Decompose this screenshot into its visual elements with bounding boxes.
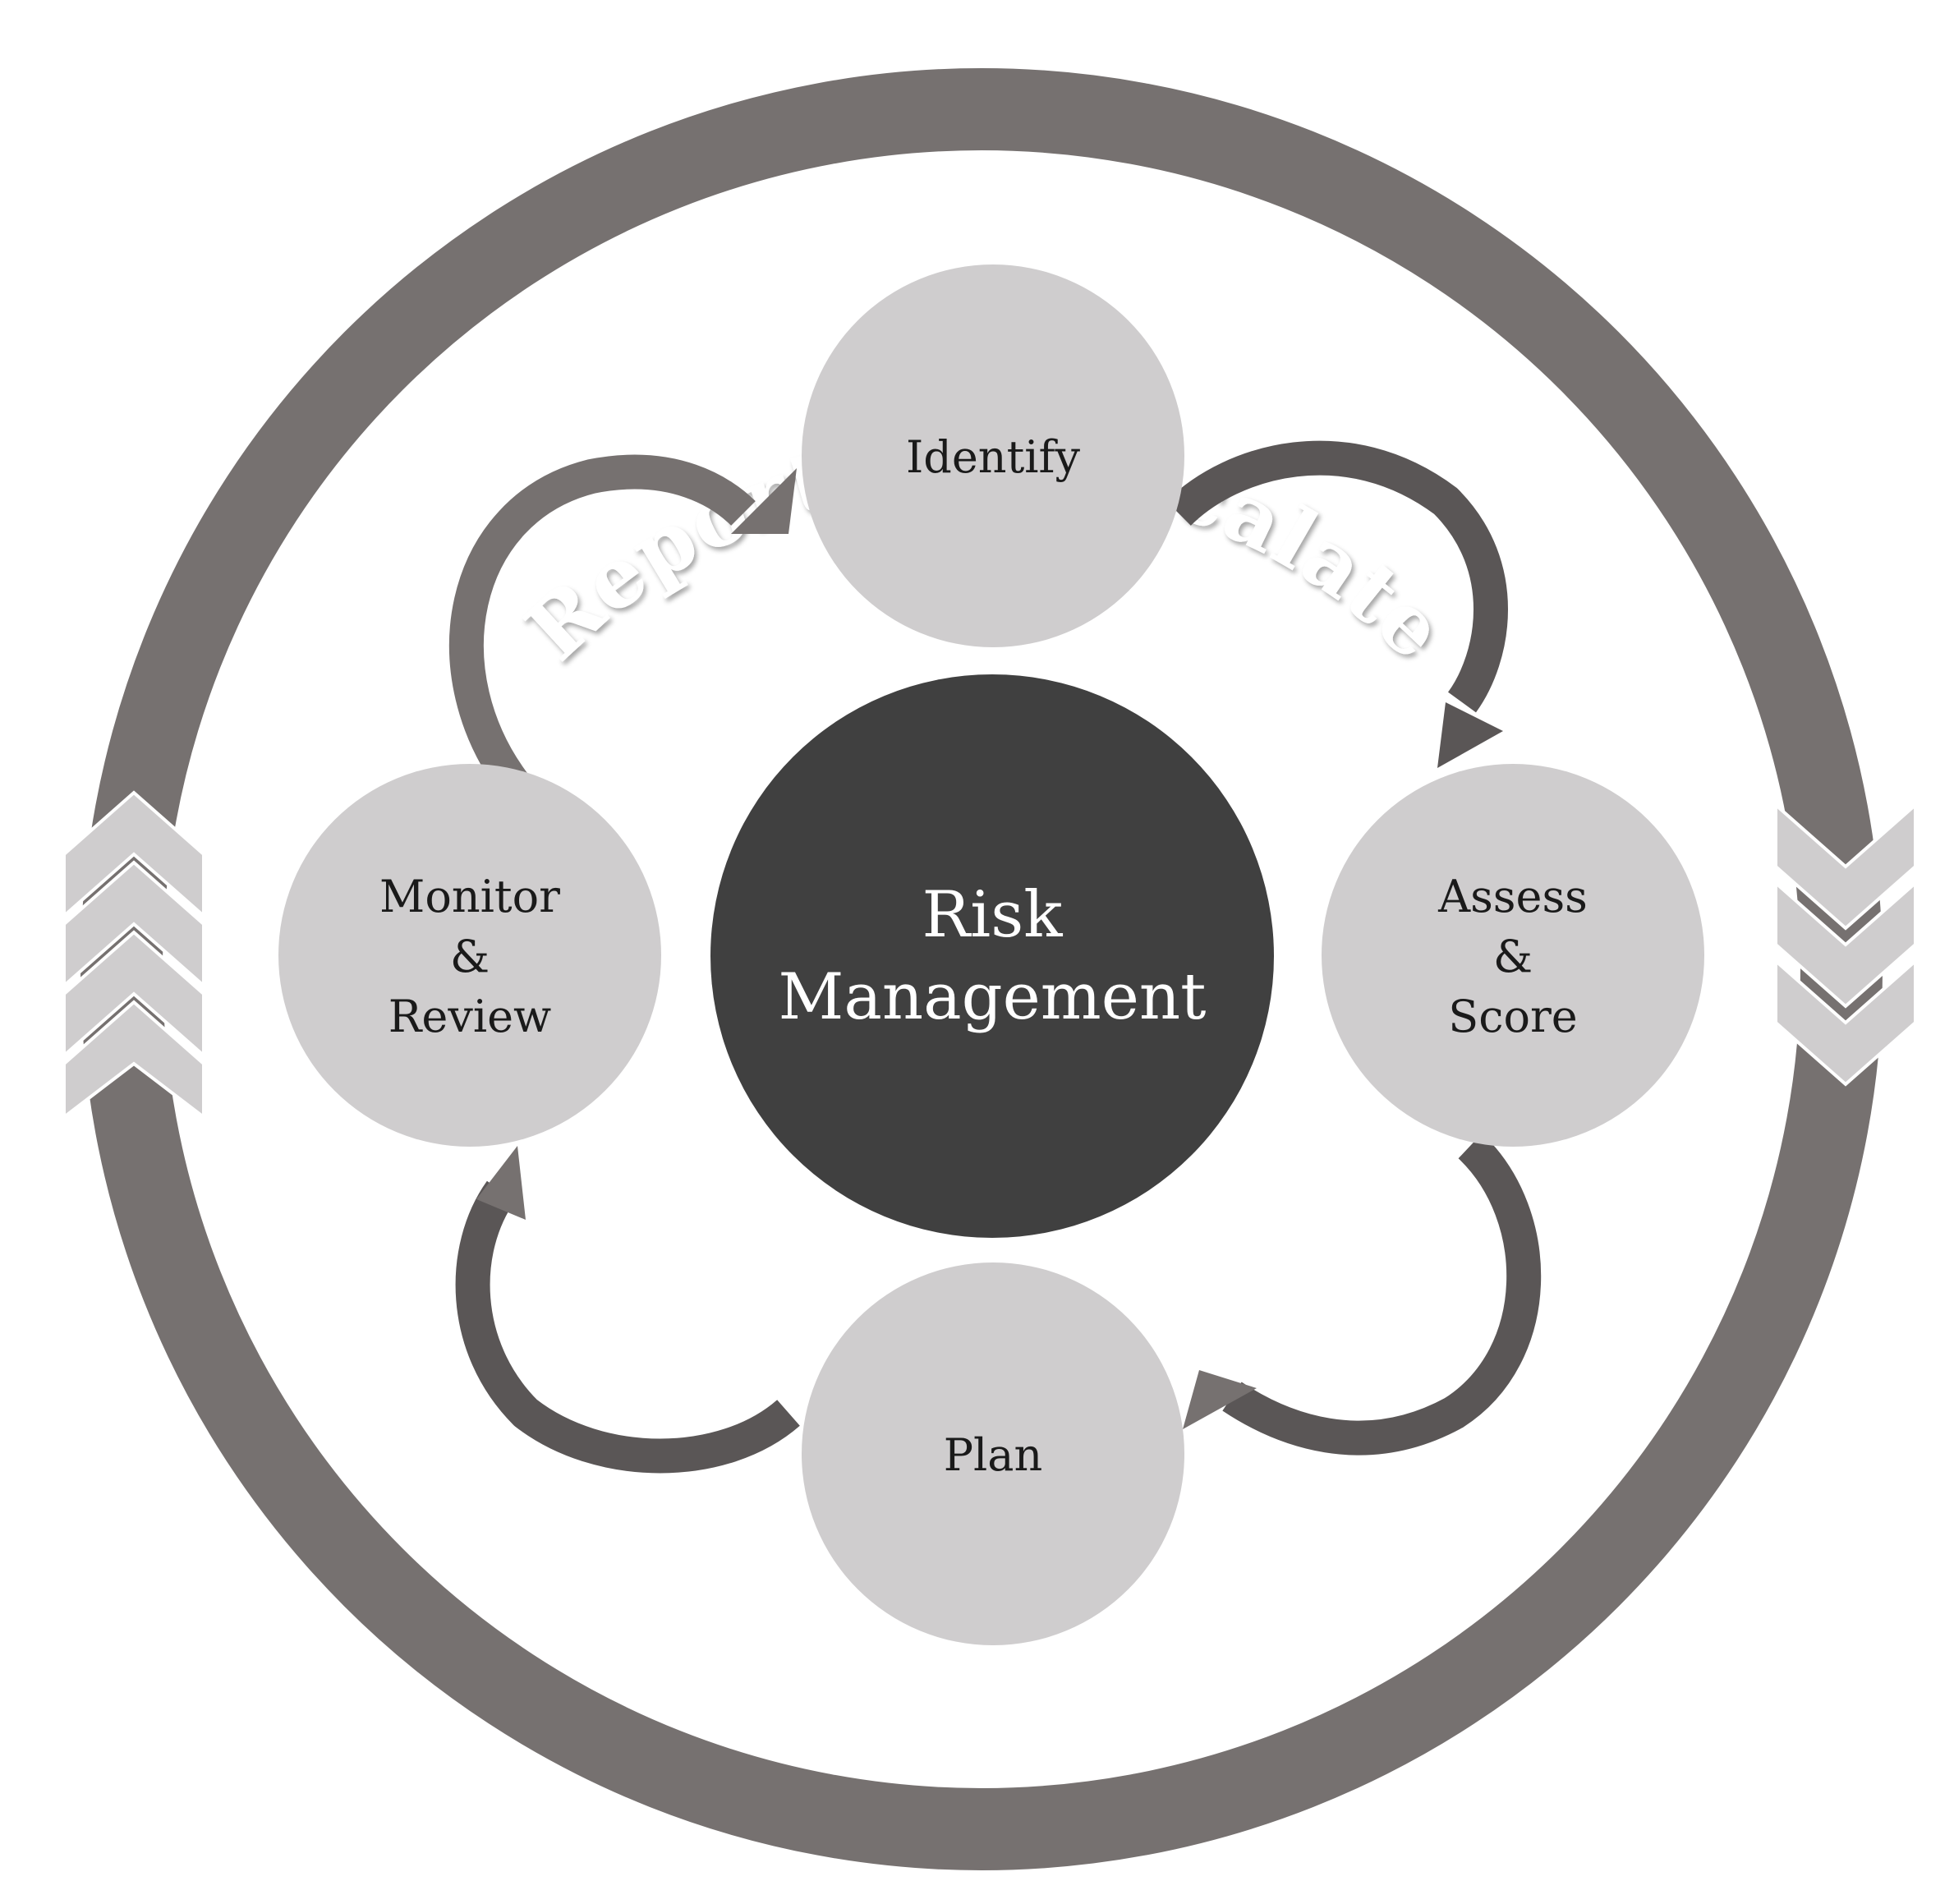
node-monitor (278, 764, 661, 1147)
chevron-down-icon (1774, 801, 1917, 931)
monitor-label-line3: Review (389, 991, 552, 1042)
monitor-label-line2: & (450, 931, 490, 982)
arrow-monitor-to-identify (448, 454, 797, 799)
node-assess (1322, 764, 1704, 1147)
arrow-plan-to-monitor (455, 1146, 800, 1474)
node-plan (802, 1262, 1184, 1645)
chevron-up-icon (62, 930, 205, 1060)
chevron-up-icon (62, 1000, 205, 1121)
right-chevrons (1774, 801, 1917, 1087)
identify-label: Identify (906, 431, 1081, 483)
assess-label-line3: Score (1448, 991, 1578, 1042)
monitor-label-line1: Monitor (379, 871, 560, 922)
assess-label-line1: Assess (1437, 871, 1588, 922)
node-identify (802, 264, 1184, 647)
arrowhead-icon (1437, 702, 1503, 768)
chevron-up-icon (62, 860, 205, 990)
arrowhead-icon (476, 1146, 526, 1220)
chevron-down-icon (1774, 879, 1917, 1009)
chevron-down-icon (1774, 957, 1917, 1087)
arrow-identify-to-assess (1166, 440, 1508, 768)
chevron-up-icon (62, 790, 205, 920)
center-label-line2: Management (779, 960, 1207, 1034)
arrowhead-icon (1183, 1370, 1257, 1429)
arrow-assess-to-plan (1183, 1133, 1542, 1456)
center-risk-management (710, 674, 1274, 1238)
left-chevrons (62, 790, 205, 1121)
assess-label-line2: & (1493, 931, 1533, 982)
plan-label: Plan (944, 1429, 1043, 1481)
arrowhead-icon (731, 468, 797, 534)
center-label-line1: Risk (922, 878, 1064, 952)
